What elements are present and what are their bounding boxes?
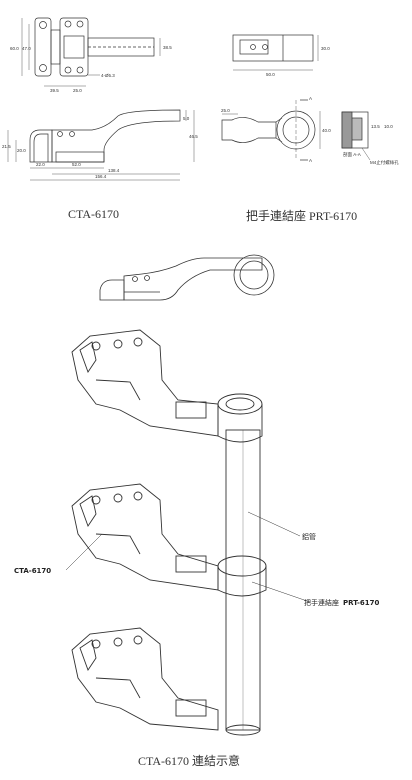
dim-top-h2: 47.0 bbox=[22, 46, 31, 51]
dim-top-h: 60.0 bbox=[10, 46, 19, 51]
dim-top-hole: 4-Ø5.3 bbox=[101, 73, 115, 78]
prt-front-view bbox=[221, 99, 321, 161]
dim-top-w1: 39.5 bbox=[50, 88, 59, 93]
section-label: 剖面 A-A bbox=[343, 151, 361, 158]
caption-assembly: CTA-6170 連結示意 bbox=[138, 754, 241, 768]
dim-prt-sec-b: 10.0 bbox=[384, 124, 393, 129]
callout-leaders bbox=[65, 511, 311, 603]
dim-side-w3: 138.4 bbox=[108, 168, 120, 173]
dim-side-h2: 20.0 bbox=[17, 148, 26, 153]
callout-prt-code: PRT-6170 bbox=[343, 599, 379, 607]
prt-plan-view bbox=[232, 34, 319, 71]
dim-side-r2: 46.5 bbox=[189, 134, 198, 139]
cta-plan-view bbox=[21, 17, 161, 87]
dim-side-r1: 5.0 bbox=[183, 116, 190, 121]
callout-pipe: 鋁管 bbox=[302, 532, 316, 541]
callout-cta: CTA-6170 bbox=[14, 567, 51, 575]
dim-top-w2: 25.0 bbox=[73, 88, 82, 93]
dim-top-right: 38.5 bbox=[163, 45, 172, 50]
caption-prt: 把手連結座 PRT-6170 bbox=[246, 209, 358, 223]
dim-prt-front-d: 40.0 bbox=[322, 128, 331, 133]
prt-section-view bbox=[341, 111, 371, 161]
arrow-a2: A bbox=[309, 158, 312, 163]
dim-side-h1: 21.5 bbox=[2, 144, 11, 149]
dim-prt-top-w: 50.0 bbox=[266, 72, 275, 77]
dim-side-w2: 52.0 bbox=[72, 162, 81, 167]
assembly-large bbox=[71, 329, 267, 736]
arrow-a1: A bbox=[309, 96, 312, 101]
dim-side-w1: 22.0 bbox=[36, 162, 45, 167]
assembly-sketch-small bbox=[99, 254, 275, 301]
dim-prt-top-h: 30.0 bbox=[321, 46, 330, 51]
caption-cta: CTA-6170 bbox=[68, 207, 120, 221]
dim-prt-sec-a: 13.5 bbox=[371, 124, 380, 129]
screw-label: M4止付螺絲孔 bbox=[370, 159, 399, 166]
callout-prt-prefix: 把手連結座 bbox=[304, 598, 339, 607]
dim-prt-front-w: 25.0 bbox=[221, 108, 230, 113]
cta-side-view bbox=[7, 109, 195, 181]
dim-side-w4: 156.4 bbox=[95, 174, 107, 179]
